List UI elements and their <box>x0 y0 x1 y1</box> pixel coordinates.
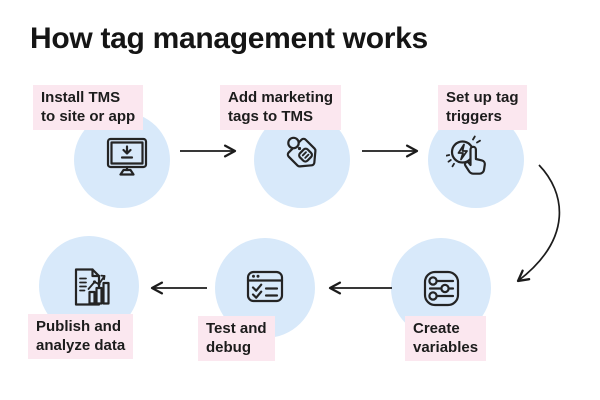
step-label: Publish and analyze data <box>28 314 134 359</box>
tap-trigger-icon <box>446 135 486 175</box>
step-label: Test and debug <box>198 316 275 361</box>
price-tag-icon <box>286 136 317 168</box>
arrow-triggers-to-variables <box>516 164 561 283</box>
step-label: Set up tag triggers <box>438 85 527 130</box>
page-title: How tag management works <box>30 22 428 55</box>
step-label: Create variables <box>405 316 487 361</box>
step-label: Add marketing tags to TMS <box>220 85 342 130</box>
report-chart-icon <box>74 268 110 306</box>
monitor-download-icon <box>106 137 148 176</box>
sliders-icon <box>423 270 460 307</box>
checklist-window-icon <box>246 270 284 303</box>
step-label: Install TMS to site or app <box>33 85 144 130</box>
